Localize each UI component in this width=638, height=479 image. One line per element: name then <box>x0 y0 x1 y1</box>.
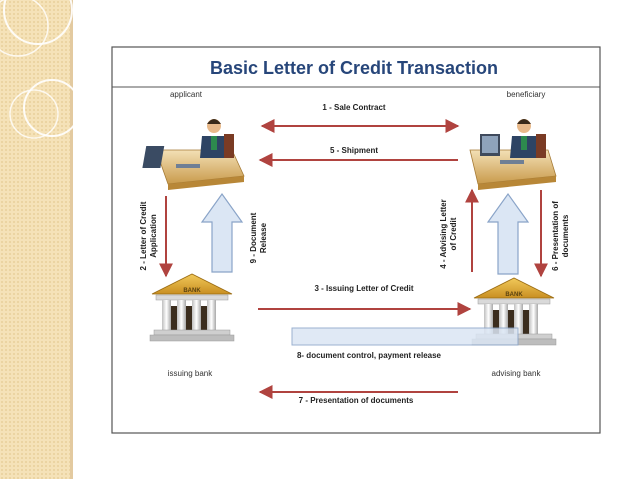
step8-label: 8- document control, payment release <box>297 351 442 360</box>
applicant-person-icon <box>142 119 245 190</box>
step5-label: 5 - Shipment <box>330 146 378 155</box>
step7-label: 7 - Presentation of documents <box>299 396 414 405</box>
sidebar-edge <box>70 0 73 479</box>
step6-label: 6 - Presentation of documents <box>551 201 570 271</box>
step9-arrow <box>200 192 244 273</box>
step9-label: 9 - Document Release <box>249 212 268 263</box>
svg-text:of Credit: of Credit <box>449 217 458 250</box>
svg-text:2 - Letter of Credit: 2 - Letter of Credit <box>139 201 148 270</box>
diagram-frame <box>111 46 601 434</box>
goods-up-arrow <box>486 192 530 275</box>
issuing-bank-icon: BANK <box>149 273 235 342</box>
svg-text:6 - Presentation of: 6 - Presentation of <box>551 201 560 271</box>
svg-text:documents: documents <box>561 214 570 257</box>
step4-label: 4 - Advising Letter of Credit <box>439 199 458 269</box>
label-beneficiary: beneficiary <box>507 90 546 99</box>
diagram-title: Basic Letter of Credit Transaction <box>210 58 498 78</box>
step3-label: 3 - Issuing Letter of Credit <box>314 284 413 293</box>
svg-text:4 - Advising Letter: 4 - Advising Letter <box>439 199 448 269</box>
decorative-circles <box>0 0 81 139</box>
svg-text:9 - Document: 9 - Document <box>249 212 258 263</box>
label-advising-bank: advising bank <box>492 369 542 378</box>
svg-text:Release: Release <box>259 222 268 253</box>
advising-bank-sign: BANK <box>505 292 523 298</box>
beneficiary-person-icon <box>469 119 557 190</box>
label-issuing-bank: issuing bank <box>168 369 213 378</box>
svg-text:Application: Application <box>149 214 158 258</box>
step8-arrow <box>291 327 519 346</box>
step1-label: 1 - Sale Contract <box>322 103 385 112</box>
label-applicant: applicant <box>170 90 203 99</box>
issuing-bank-sign: BANK <box>183 288 201 294</box>
step2-label: 2 - Letter of Credit Application <box>139 201 158 270</box>
